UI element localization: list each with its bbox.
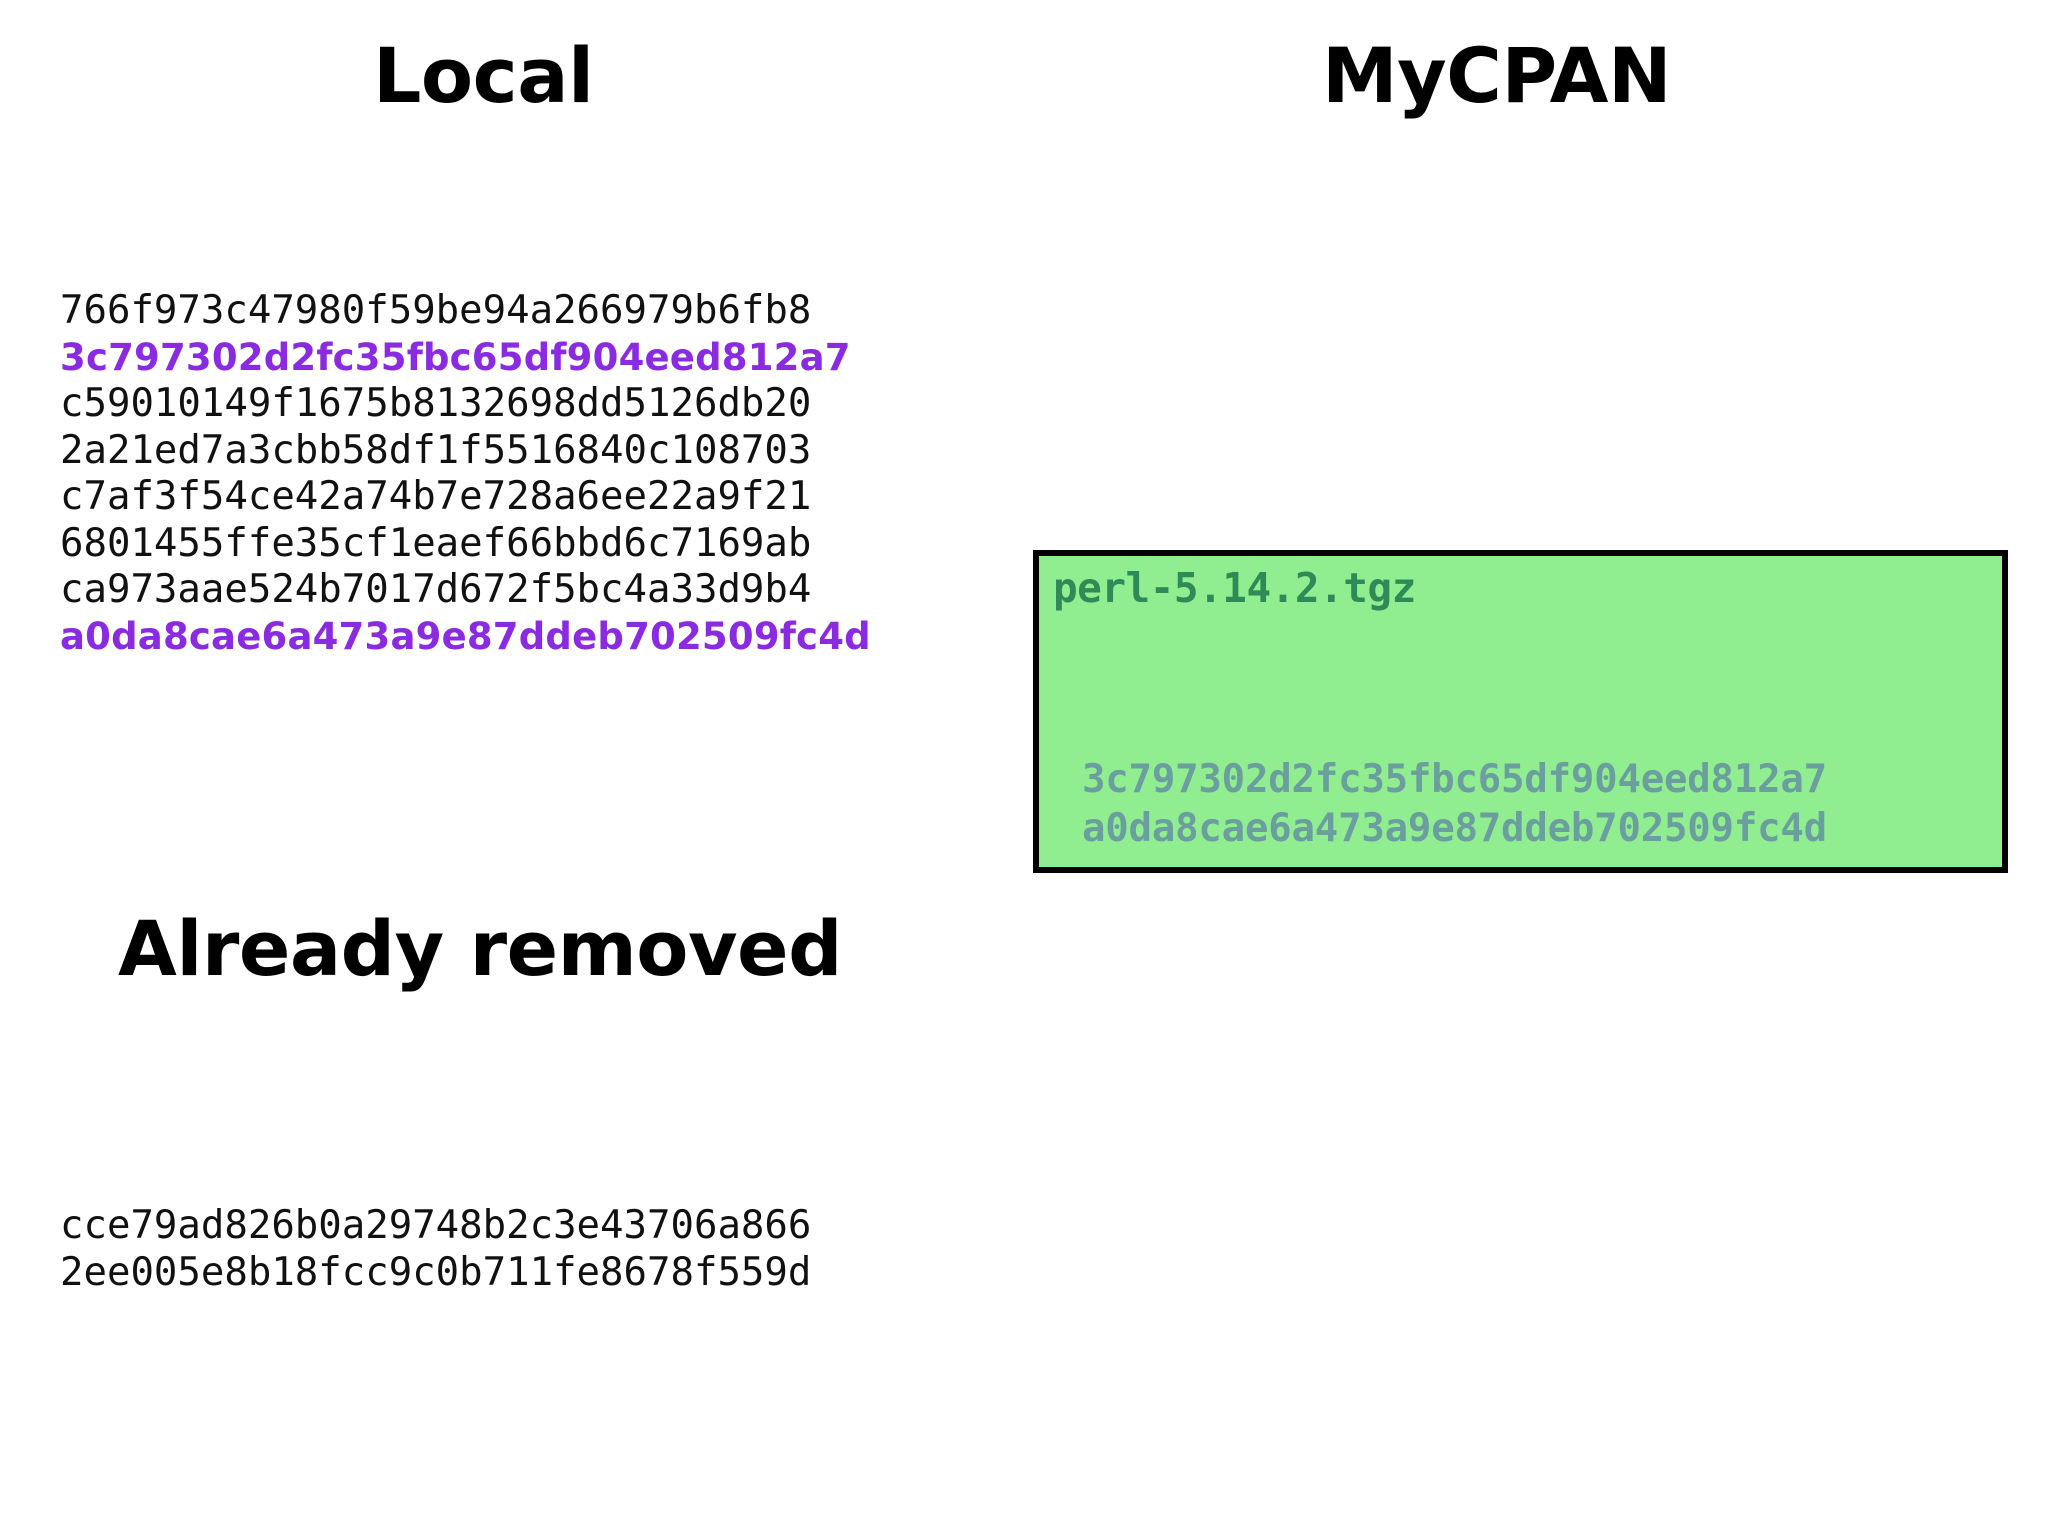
mycpan-panel-hash-line: a0da8cae6a473a9e87ddeb702509fc4d (1082, 806, 1827, 851)
mycpan-distribution-panel: perl-5.14.2.tgz 3c797302d2fc35fbc65df904… (1033, 550, 2008, 873)
hash-line-highlighted: 3c797302d2fc35fbc65df904eed812a7 (60, 335, 851, 379)
hash-line: 2ee005e8b18fcc9c0b711fe8678f559d (60, 1249, 812, 1295)
hash-line: cce79ad826b0a29748b2c3e43706a866 (60, 1203, 812, 1248)
column-heading-local: Local (373, 31, 594, 120)
hash-line: c7af3f54ce42a74b7e728a6ee22a9f21 (60, 474, 812, 519)
column-heading-mycpan: MyCPAN (1322, 31, 1672, 120)
mycpan-panel-filename: perl-5.14.2.tgz (1053, 564, 1416, 612)
hash-line: 766f973c47980f59be94a266979b6fb8 (60, 288, 812, 333)
hash-line: 6801455ffe35cf1eaef66bbd6c7169ab (60, 520, 812, 566)
hash-line: ca973aae524b7017d672f5bc4a33d9b4 (60, 567, 812, 612)
hash-line-highlighted: a0da8cae6a473a9e87ddeb702509fc4d (60, 614, 871, 658)
hash-line: c59010149f1675b8132698dd5126db20 (60, 381, 812, 426)
hash-line: 2a21ed7a3cbb58df1f5516840c108703 (60, 427, 812, 473)
section-heading-already-removed: Already removed (118, 904, 843, 993)
mycpan-panel-hash-line: 3c797302d2fc35fbc65df904eed812a7 (1082, 757, 1827, 802)
